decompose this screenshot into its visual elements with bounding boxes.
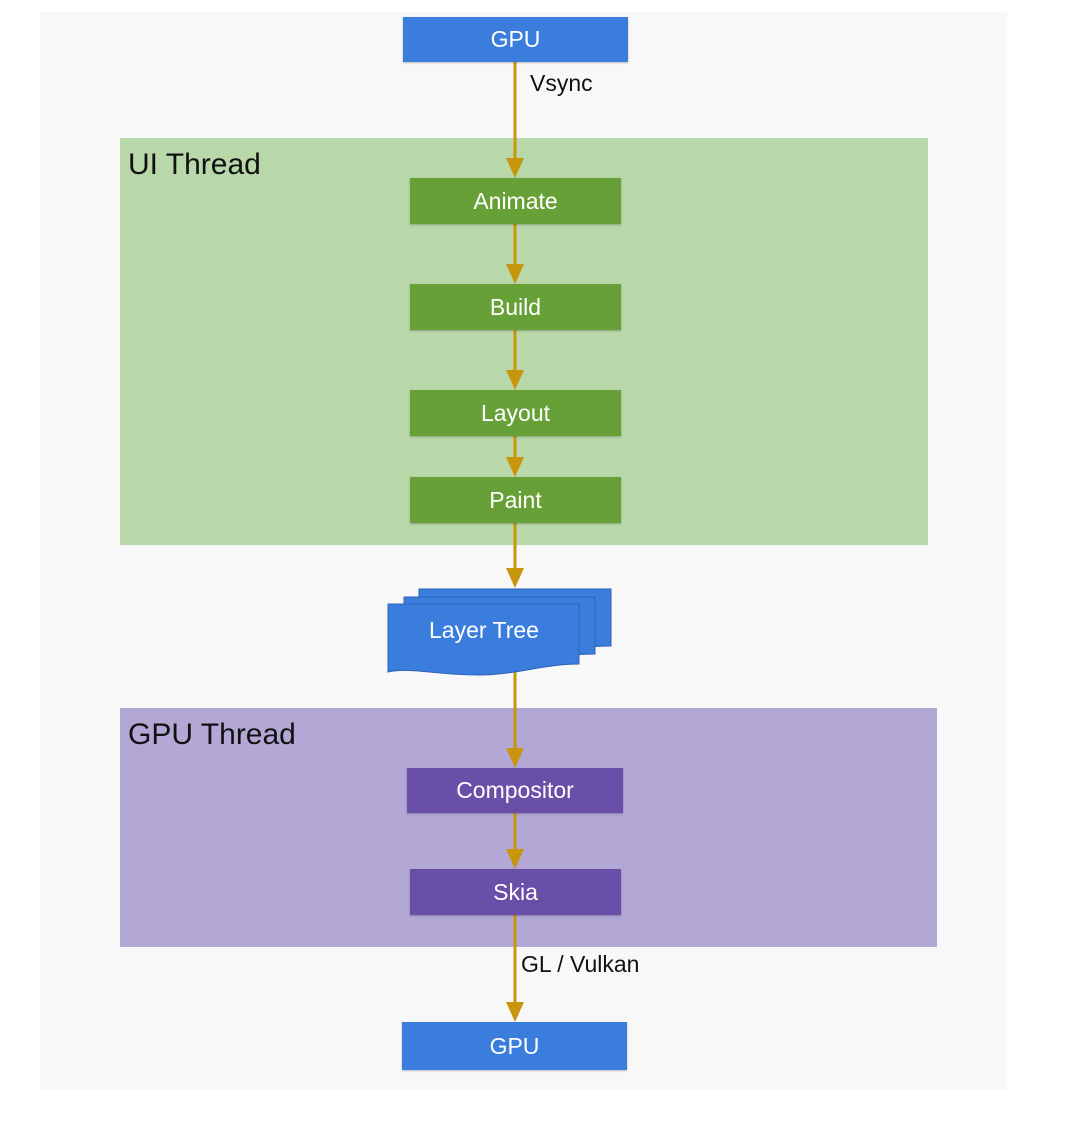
layer-tree-label: Layer Tree [429, 616, 539, 643]
layer-tree-document-stack-icon [387, 588, 612, 676]
ui-thread-title: UI Thread [128, 148, 261, 181]
gpu-top-node: GPU [403, 17, 628, 62]
gpu-thread-title: GPU Thread [128, 718, 296, 751]
paint-node: Paint [410, 477, 621, 523]
animate-node: Animate [410, 178, 621, 224]
skia-node: Skia [410, 869, 621, 915]
compositor-node: Compositor [407, 768, 623, 813]
gl-vulkan-label: GL / Vulkan [521, 951, 640, 977]
build-node: Build [410, 284, 621, 330]
gpu-bottom-node: GPU [402, 1022, 627, 1070]
layout-node: Layout [410, 390, 621, 436]
vsync-label: Vsync [530, 70, 593, 96]
